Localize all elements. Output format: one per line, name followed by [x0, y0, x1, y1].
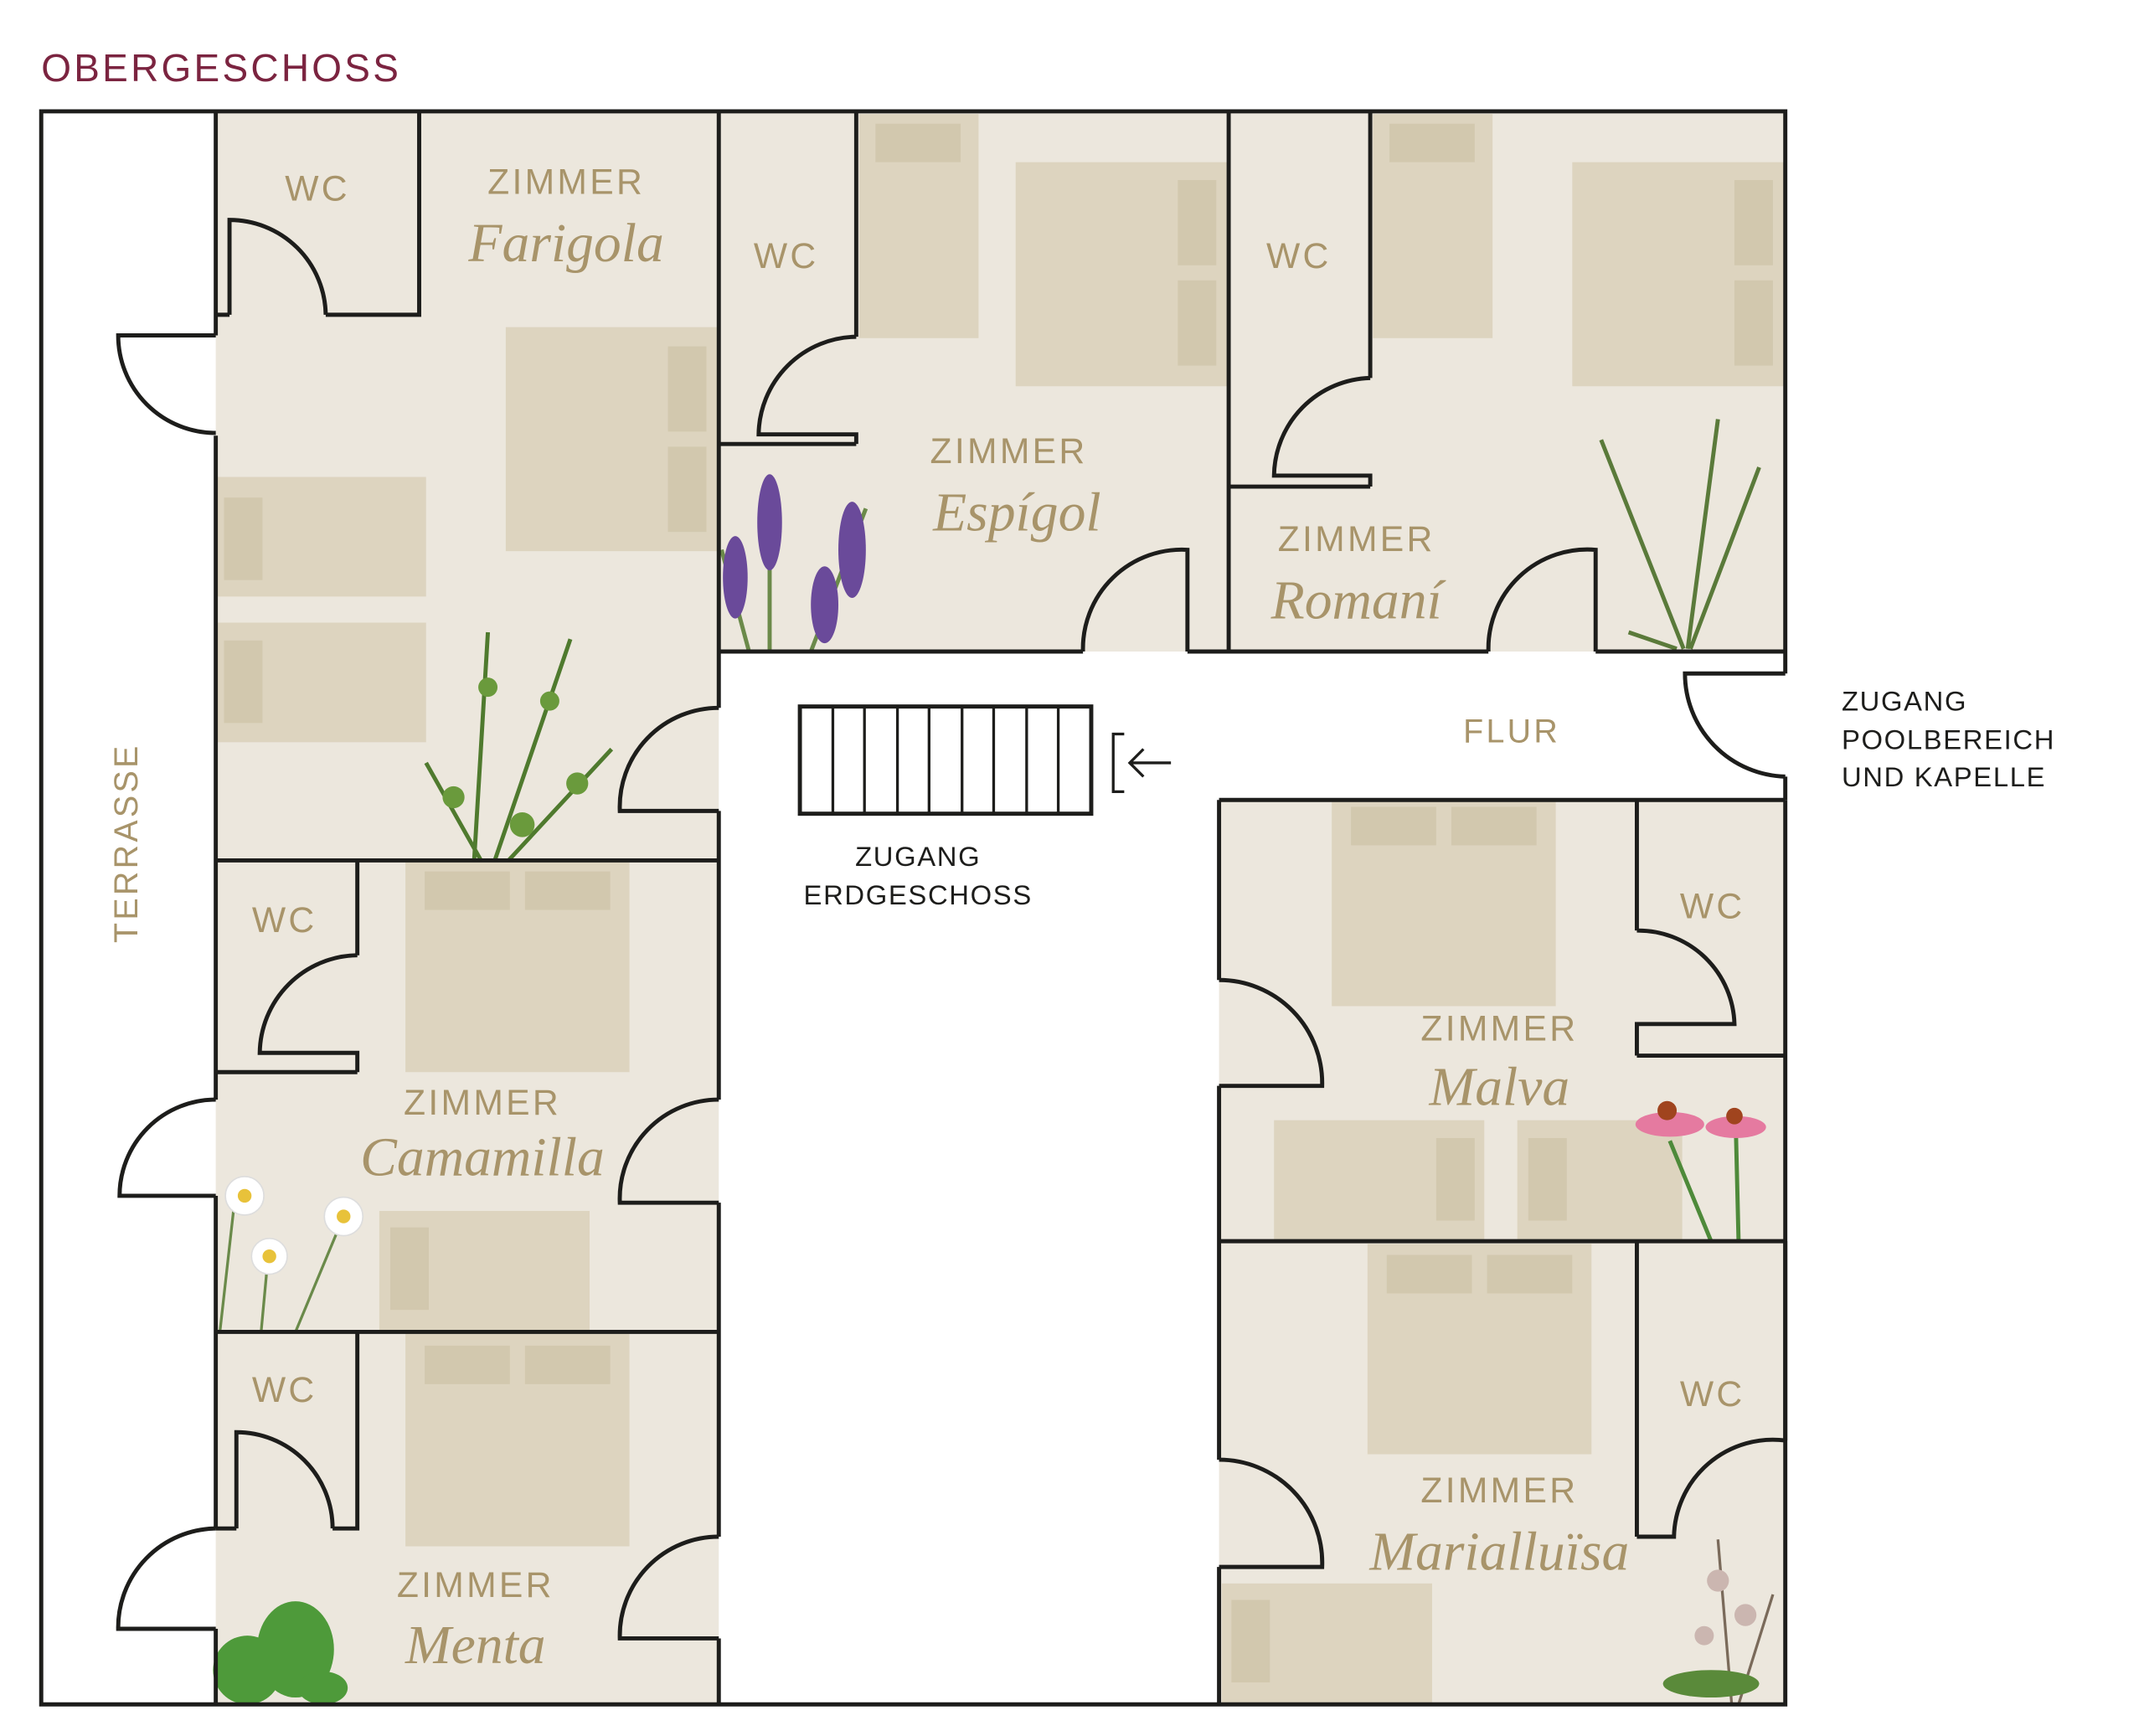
room-prefix: ZIMMER — [930, 431, 1088, 471]
room-malva[interactable]: ZIMMER Malva — [1420, 1008, 1578, 1117]
door-wc-menta[interactable] — [234, 1429, 335, 1529]
door-wc-marialluisa[interactable] — [1636, 1437, 1786, 1539]
wc-label: WC — [1266, 236, 1332, 276]
room-name: Camamilla — [360, 1127, 605, 1187]
furniture — [215, 114, 1786, 1705]
room-name: Menta — [405, 1615, 546, 1676]
door-wc-romani[interactable] — [1271, 375, 1373, 487]
chamomile-plant-illustration — [218, 1176, 364, 1333]
door-terrace-menta[interactable] — [116, 1526, 216, 1631]
wc-label: WC — [285, 169, 350, 209]
room-camamilla[interactable]: ZIMMER Camamilla — [360, 1083, 605, 1187]
wc-label: WC — [252, 1370, 317, 1410]
room-name: Romaní — [1270, 571, 1447, 631]
door-exit-pool[interactable] — [1683, 671, 1786, 779]
room-espigol[interactable]: ZIMMER Espígol — [930, 431, 1101, 543]
room-name: Farigola — [467, 214, 663, 274]
echinacea-plant-illustration — [1635, 1100, 1766, 1243]
door-terrace-camamilla[interactable] — [117, 1097, 216, 1198]
exit-label-1: ZUGANG — [1842, 686, 1967, 717]
room-marialluisa[interactable]: ZIMMER Marialluïsa — [1368, 1471, 1629, 1582]
room-name: Marialluïsa — [1368, 1522, 1629, 1582]
room-prefix: ZIMMER — [404, 1083, 561, 1123]
exit-label-3: UND KAPELLE — [1842, 761, 2046, 792]
arrow-left-icon — [1111, 732, 1172, 794]
room-romani[interactable]: ZIMMER Romaní — [1270, 519, 1447, 631]
door-wc-camamilla[interactable] — [257, 953, 360, 1073]
stairs-label-2: ERDGESCHOSS — [804, 879, 1033, 910]
doors — [116, 218, 1786, 1641]
exit-label-2: POOLBEREICH — [1842, 724, 2055, 755]
door-wc-espigol[interactable] — [756, 334, 858, 445]
rosemary-plant-illustration — [1599, 419, 1761, 652]
page-title: OBERGESCHOSS — [41, 46, 401, 90]
wc-label: WC — [252, 900, 317, 940]
door-camamilla[interactable] — [617, 1097, 719, 1205]
door-terrace-farigola[interactable] — [116, 333, 216, 435]
thyme-plant-illustration — [424, 631, 614, 863]
door-marialluisa[interactable] — [1219, 1457, 1325, 1569]
room-name: Malva — [1429, 1058, 1570, 1118]
wc-label: WC — [754, 236, 819, 276]
mint-plant-illustration — [213, 1601, 348, 1705]
lemon-verbena-plant-illustration — [1662, 1539, 1775, 1705]
walls — [39, 109, 1788, 1707]
room-name: Espígol — [932, 483, 1101, 543]
room-prefix: ZIMMER — [1278, 519, 1435, 559]
door-menta[interactable] — [617, 1534, 719, 1641]
door-wc-malva[interactable] — [1635, 928, 1737, 1056]
staircase[interactable] — [797, 704, 1172, 816]
wc-label: WC — [1680, 1374, 1745, 1414]
door-farigola[interactable] — [617, 705, 719, 813]
door-espigol[interactable] — [1080, 547, 1190, 652]
room-prefix: ZIMMER — [1420, 1008, 1578, 1048]
wc-labels: WC WC WC WC WC WC WC — [252, 169, 1745, 1414]
stairs-label-1: ZUGANG — [855, 841, 981, 872]
room-prefix: ZIMMER — [397, 1565, 554, 1605]
door-wc-farigola[interactable] — [227, 218, 328, 315]
room-prefix: ZIMMER — [1420, 1471, 1578, 1511]
room-prefix: ZIMMER — [487, 162, 645, 202]
door-romani[interactable] — [1486, 547, 1598, 652]
wc-label: WC — [1680, 886, 1745, 926]
room-farigola[interactable]: ZIMMER Farigola — [467, 162, 663, 273]
lavender-plant-illustration — [719, 474, 868, 652]
door-malva[interactable] — [1219, 977, 1325, 1089]
corridor-label: FLUR — [1463, 713, 1560, 750]
terrace-label: TERRASSE — [108, 743, 145, 943]
room-menta[interactable]: ZIMMER Menta — [397, 1565, 554, 1676]
